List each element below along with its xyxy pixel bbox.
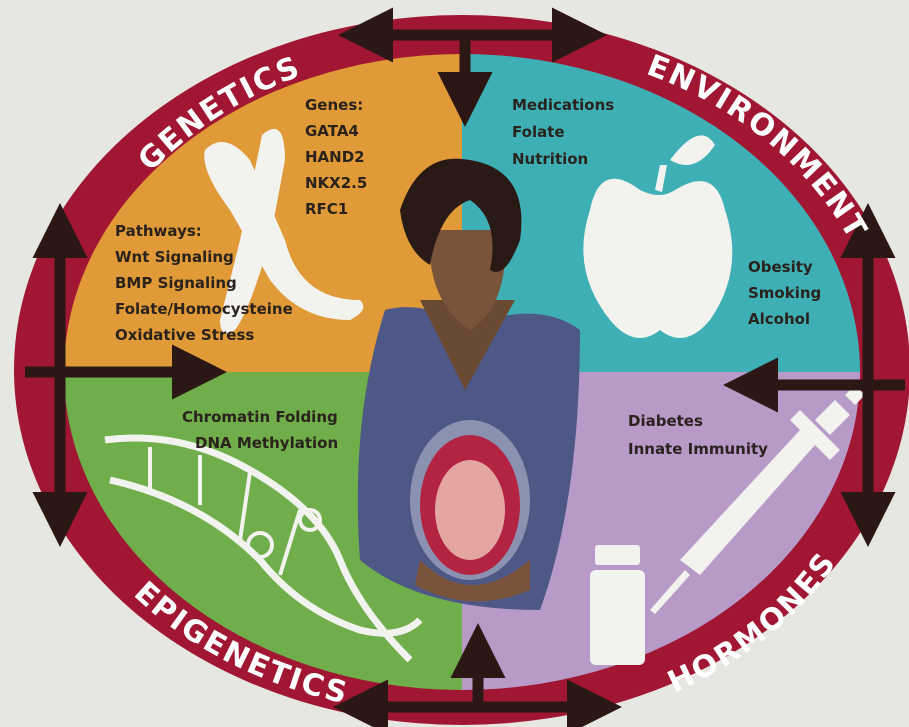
pathway-item: Folate/Homocysteine xyxy=(115,300,293,318)
environment-risk-item: Smoking xyxy=(748,284,821,302)
environment-item: Folate xyxy=(512,123,565,141)
pathway-item: Wnt Signaling xyxy=(115,248,234,266)
gene-item: GATA4 xyxy=(305,122,359,140)
environment-item: Nutrition xyxy=(512,150,588,168)
environment-item: Medications xyxy=(512,96,614,114)
hormones-item: Diabetes xyxy=(628,412,703,430)
vial-icon xyxy=(590,545,645,665)
gene-item: NKX2.5 xyxy=(305,174,367,192)
environment-risk-item: Obesity xyxy=(748,258,813,276)
epigenetics-item: DNA Methylation xyxy=(195,434,338,452)
pathway-item: BMP Signaling xyxy=(115,274,237,292)
gene-item: RFC1 xyxy=(305,200,348,218)
epigenetics-item: Chromatin Folding xyxy=(182,408,338,426)
environment-risk-item: Alcohol xyxy=(748,310,810,328)
gene-item: HAND2 xyxy=(305,148,365,166)
pathway-item: Oxidative Stress xyxy=(115,326,254,344)
genes-title: Genes: xyxy=(305,96,363,114)
hormones-item: Innate Immunity xyxy=(628,440,768,458)
pathways-title: Pathways: xyxy=(115,222,202,240)
